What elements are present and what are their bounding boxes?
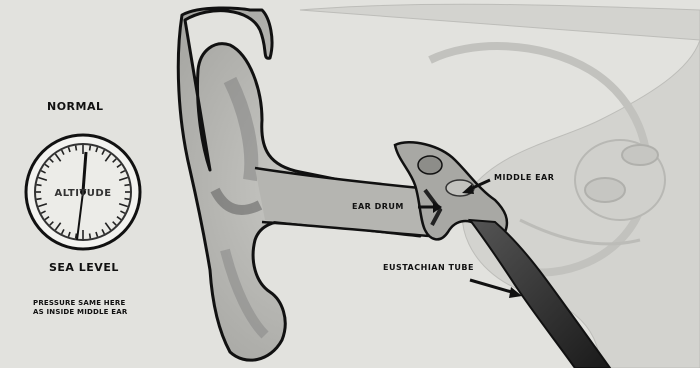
gauge-note-line2: AS INSIDE MIDDLE EAR	[33, 308, 128, 317]
gauge-tick	[37, 199, 42, 200]
gauge-tick	[37, 185, 42, 186]
gauge-dial-text: ALTITUDE	[54, 188, 111, 199]
gauge-heading: NORMAL	[47, 100, 104, 113]
gauge-note: PRESSURE SAME HERE AS INSIDE MIDDLE EAR	[33, 299, 128, 317]
eustachian-tube-label: EUSTACHIAN TUBE	[383, 263, 474, 272]
gauge-caption: SEA LEVEL	[49, 261, 119, 274]
gauge-tick	[76, 146, 77, 151]
ear-drum-label: EAR DRUM	[352, 202, 404, 211]
altitude-gauge: ALTITUDE	[26, 135, 140, 249]
gauge-tick	[90, 233, 91, 238]
gauge-tick	[124, 185, 129, 186]
gauge-tick	[124, 199, 129, 200]
middle-ear-label: MIDDLE EAR	[494, 173, 554, 182]
gauge-tick	[90, 146, 91, 151]
gauge-note-line1: PRESSURE SAME HERE	[33, 299, 128, 308]
